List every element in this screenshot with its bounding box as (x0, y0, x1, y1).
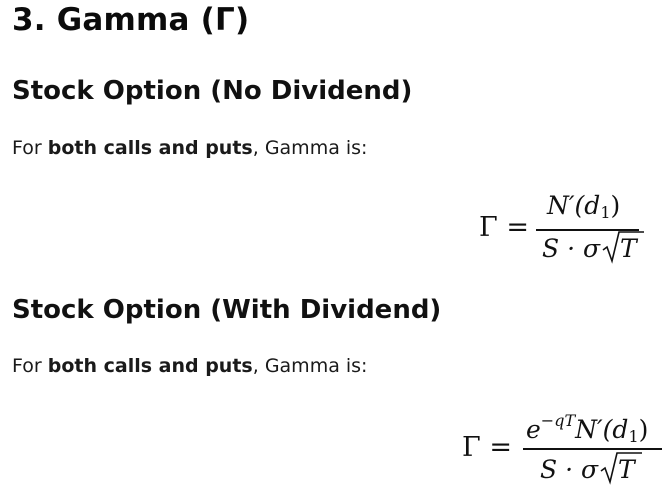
formula-lhs: Γ = (462, 432, 512, 463)
numerator-subscript: 1 (628, 427, 639, 446)
numerator-close: ) (638, 415, 649, 444)
numerator-superscript: −qT (540, 411, 576, 430)
radical-icon (602, 231, 645, 264)
numerator-close: ) (610, 191, 621, 220)
page-title: 3. Gamma (Γ) (12, 2, 250, 38)
denominator-root: T (620, 234, 637, 263)
formula-lhs: Γ = (479, 212, 529, 243)
numerator-subscript: 1 (600, 203, 611, 222)
square-root: T (602, 231, 645, 264)
gamma-formula-with-dividend: Γ = e−qTN′(d1) S · σ T (462, 410, 662, 492)
formula-numerator: e−qTN′(d1) (526, 413, 648, 445)
denominator-main: S · σ (542, 234, 601, 263)
numerator-main: N′(d (547, 191, 601, 220)
formula-numerator: N′(d1) (547, 193, 620, 221)
section-title-with-dividend: Stock Option (With Dividend) (12, 295, 442, 325)
intro-prefix: For (12, 137, 48, 159)
radical-icon (600, 452, 643, 485)
fraction-bar (536, 229, 639, 231)
formula-denominator: S · σ T (540, 452, 643, 485)
section-intro-with-dividend: For both calls and puts, Gamma is: (12, 355, 367, 377)
numerator-main: N′(d (575, 415, 629, 444)
intro-suffix: , Gamma is: (252, 355, 368, 377)
intro-suffix: , Gamma is: (252, 137, 368, 159)
section-title-no-dividend: Stock Option (No Dividend) (12, 76, 413, 106)
square-root: T (600, 452, 643, 485)
denominator-main: S · σ (540, 455, 599, 484)
numerator-base: e (526, 415, 541, 444)
fraction-bar (523, 448, 662, 450)
gamma-formula-no-dividend: Γ = N′(d1) S · σ T (479, 191, 649, 269)
section-intro-no-dividend: For both calls and puts, Gamma is: (12, 137, 367, 159)
formula-denominator: S · σ T (542, 231, 645, 264)
denominator-root: T (618, 455, 635, 484)
intro-prefix: For (12, 355, 48, 377)
intro-bold: both calls and puts (47, 137, 253, 159)
intro-bold: both calls and puts (47, 355, 253, 377)
